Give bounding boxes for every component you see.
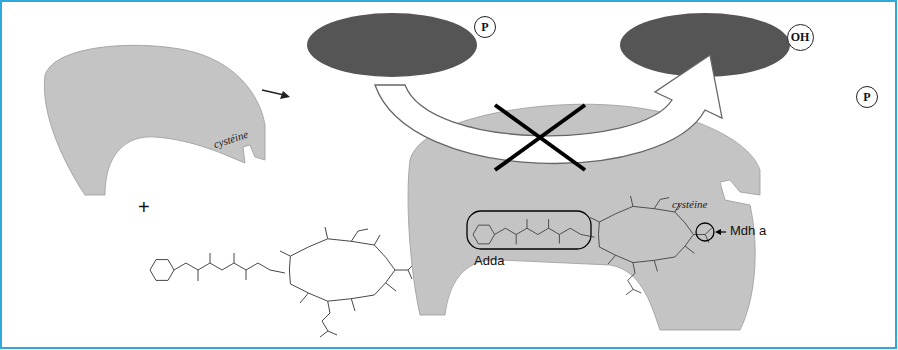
residue-label: Mdh a	[730, 224, 766, 238]
group-circle: P	[856, 86, 878, 108]
group-symbol: OH	[791, 31, 810, 43]
microcystin-molecule	[150, 227, 415, 337]
blocked-dephosphorylation-arrow	[375, 55, 722, 163]
group-circle: P	[474, 16, 496, 38]
region-label: Adda	[474, 253, 504, 268]
group-symbol: P	[481, 21, 488, 33]
adda-region: Adda	[466, 210, 592, 270]
residue-name: cystéine	[672, 198, 707, 210]
inhibition-cross	[495, 105, 585, 170]
bound-microcystin	[473, 196, 712, 295]
enzyme-body	[44, 45, 265, 195]
mdha-leader	[715, 229, 726, 235]
mdha-circle	[696, 223, 714, 241]
reaction-arrow	[262, 90, 290, 99]
group-circle: OH	[787, 24, 814, 51]
plus-sign: +	[138, 196, 150, 218]
group-symbol: P	[863, 91, 870, 103]
enzyme-shape: cystéine	[45, 45, 267, 200]
phosphorylated-protein	[307, 13, 477, 77]
enzyme-outline	[45, 45, 267, 200]
